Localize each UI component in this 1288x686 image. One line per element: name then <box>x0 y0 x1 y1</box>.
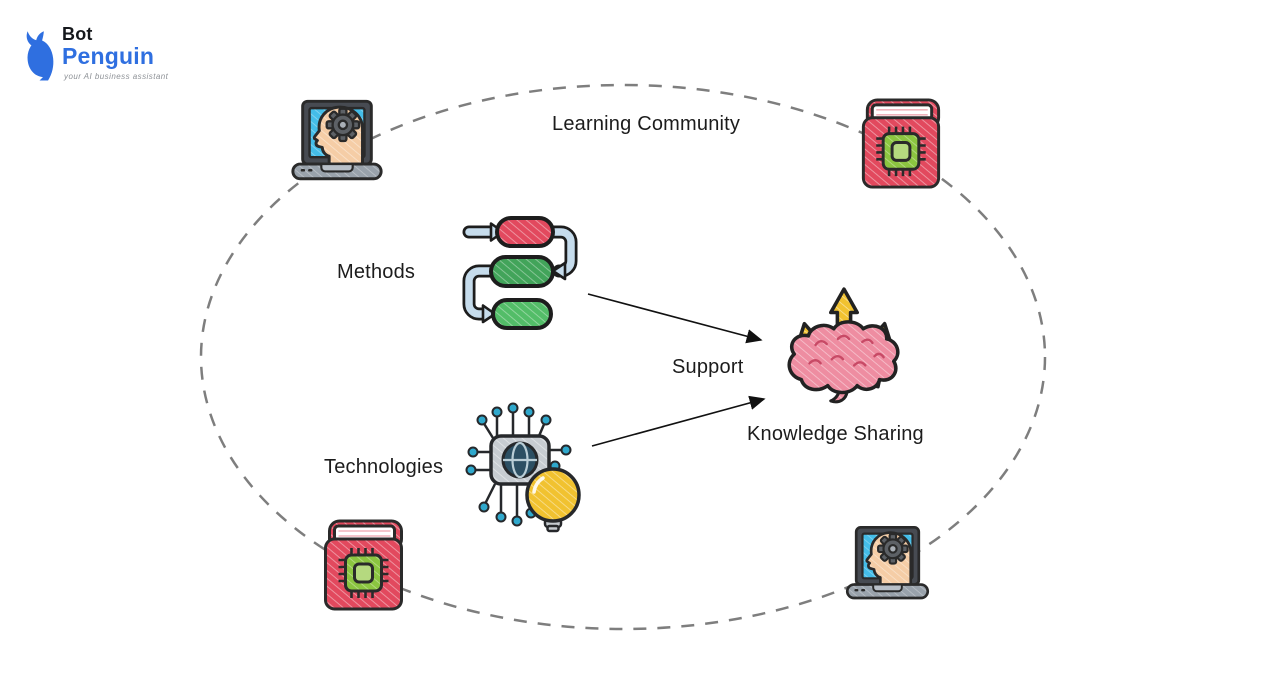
laptop-ai-head-icon <box>845 525 930 600</box>
label-technologies: Technologies <box>324 456 444 478</box>
label-support: Support <box>672 356 744 378</box>
penguin-icon <box>26 31 54 81</box>
ai-chip-lightbulb-icon <box>464 402 581 533</box>
label-learning-community: Learning Community <box>552 113 741 135</box>
label-knowledge-sharing: Knowledge Sharing <box>747 423 924 445</box>
workflow-steps-icon <box>458 210 582 340</box>
ai-book-chip-icon <box>324 519 403 611</box>
methods-to-knowledge-arrow <box>587 293 763 344</box>
brain-up-arrows-icon <box>787 287 900 404</box>
brand-name-top: Bot <box>62 24 93 44</box>
brand-name-bottom: Penguin <box>62 43 155 69</box>
brand-tagline: your AI business assistant <box>64 72 169 81</box>
community-boundary-ellipse <box>199 83 1047 631</box>
ai-book-chip-icon <box>861 98 941 189</box>
label-methods: Methods <box>337 261 416 283</box>
laptop-ai-head-icon <box>291 99 383 181</box>
botpenguin-logo: Bot Penguin your AI business assistant <box>14 22 194 92</box>
technologies-to-knowledge-arrow <box>591 395 766 447</box>
